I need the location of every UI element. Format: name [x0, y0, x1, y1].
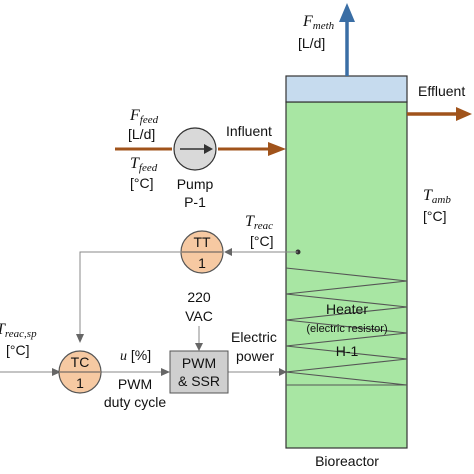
- pwm-line1: PWM: [182, 355, 216, 371]
- t-feed-unit: [°C]: [130, 175, 154, 191]
- heater-label: Heater: [326, 301, 368, 317]
- t-reac-unit: [°C]: [250, 233, 274, 249]
- tt1-instrument: TT 1: [180, 230, 224, 274]
- t-amb-unit: [°C]: [423, 208, 447, 224]
- tt-to-tc-line: [79, 251, 180, 338]
- bioreactor-label: Bioreactor: [315, 453, 379, 469]
- heater-coil: [285, 267, 408, 386]
- pwm-caption-2: duty cycle: [104, 394, 166, 410]
- electric-label-1: Electric: [231, 329, 277, 345]
- t-reac-label: Treac: [245, 213, 273, 232]
- effluent-arrow: [407, 107, 472, 121]
- pwm-line2: & SSR: [178, 373, 220, 389]
- headspace: [285, 75, 408, 103]
- pump-name: Pump: [177, 176, 214, 192]
- pwm-caption-1: PWM: [118, 376, 152, 392]
- t-feed-label: Tfeed: [130, 155, 158, 174]
- supply-unit: VAC: [185, 308, 213, 324]
- effluent-label: Effluent: [418, 83, 465, 99]
- pump-p1: [173, 127, 217, 171]
- tc-tag: TC: [71, 354, 90, 370]
- electric-label-2: power: [236, 348, 274, 364]
- setpoint-unit: [°C]: [6, 342, 30, 358]
- tc1-instrument: TC 1: [58, 350, 102, 394]
- t-amb-label: Tamb: [423, 187, 451, 206]
- f-meth-unit: [L/d]: [298, 35, 325, 51]
- setpoint-label: Treac,sp: [0, 321, 37, 340]
- heater-description: (electric resistor): [306, 323, 387, 335]
- pwm-ssr-block: PWM & SSR: [169, 350, 229, 394]
- supply-voltage: 220: [187, 289, 211, 305]
- tt-tag: TT: [193, 234, 211, 250]
- f-feed-label: Ffeed: [129, 107, 159, 126]
- pump-id: P-1: [184, 194, 206, 210]
- temperature-signal-line: [224, 248, 301, 256]
- u-label: u [%]: [120, 347, 151, 364]
- influent-label: Influent: [226, 123, 272, 139]
- f-feed-unit: [L/d]: [128, 126, 155, 142]
- tt-number: 1: [198, 255, 206, 271]
- heater-id: H-1: [336, 343, 359, 359]
- tc-number: 1: [76, 375, 84, 391]
- gas-outlet-arrow: [339, 3, 355, 76]
- influent-line: [115, 142, 286, 156]
- f-meth-label: Fmeth: [302, 13, 335, 32]
